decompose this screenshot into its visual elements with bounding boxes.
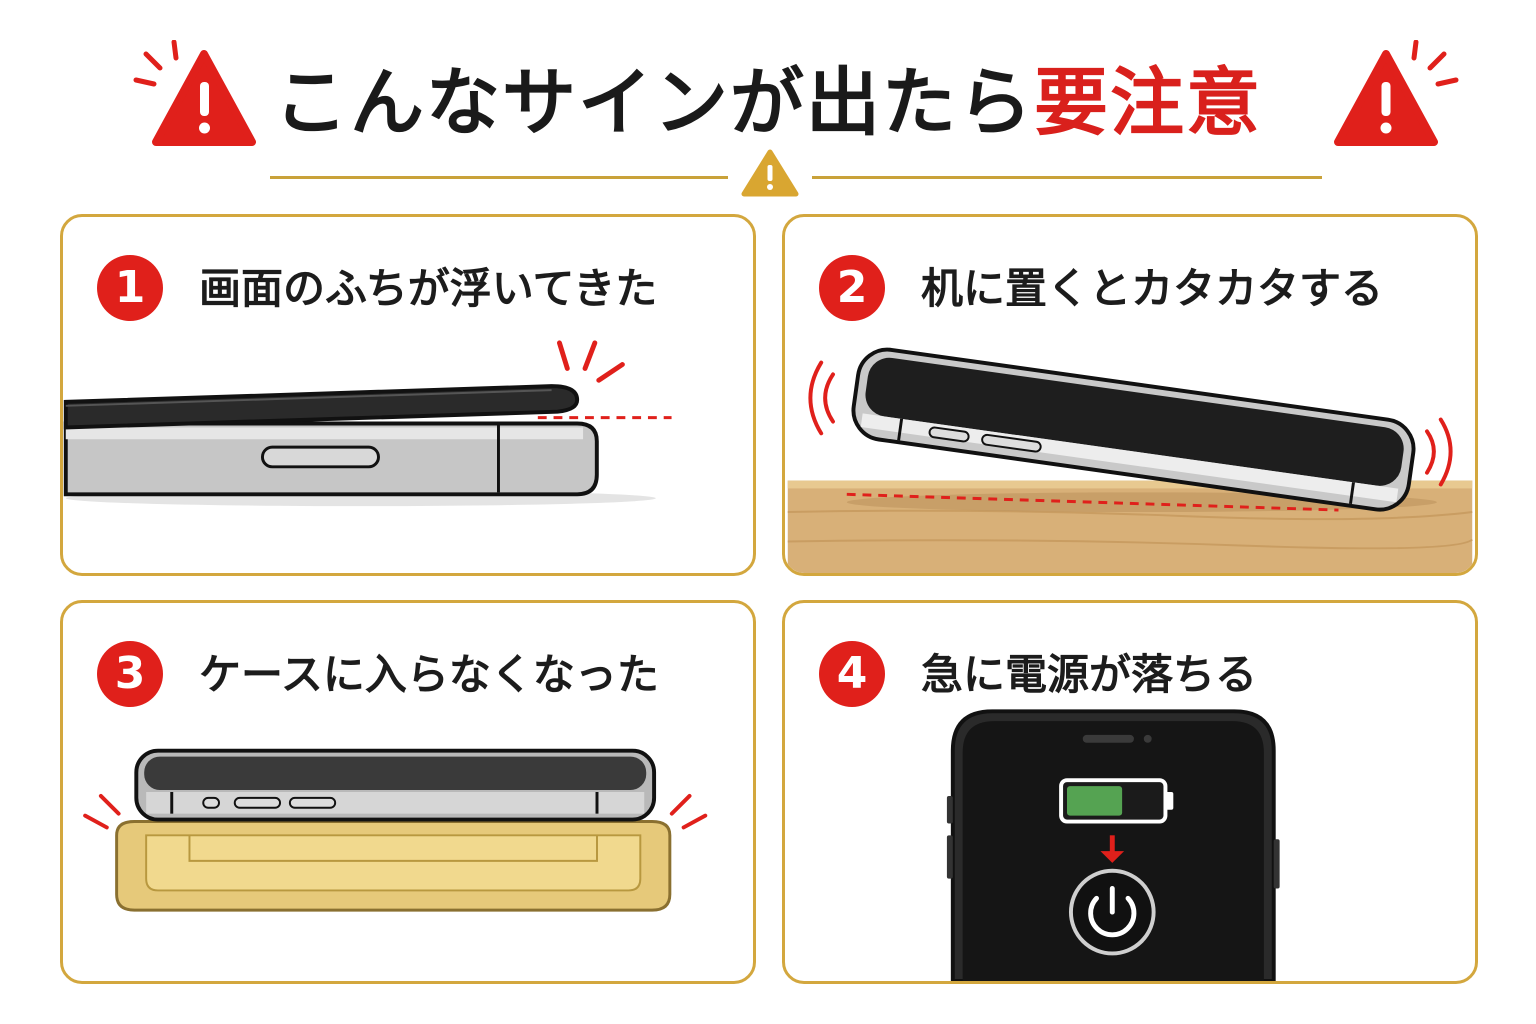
- step-badge: 2: [819, 255, 885, 321]
- wobbling-phone-illustration: [787, 347, 1473, 573]
- lifted-screen-illustration: [63, 340, 672, 507]
- page-title: こんなサインが出たら要注意: [0, 58, 1536, 148]
- card-title: 画面のふちが浮いてきた: [199, 264, 658, 313]
- sign-card-2: 2 机に置くとカタカタする: [782, 214, 1478, 576]
- header: こんなサインが出たら要注意: [0, 0, 1536, 210]
- phone-not-fitting-case-illustration: [83, 748, 708, 912]
- step-badge: 4: [819, 641, 885, 707]
- sign-card-1: 1 画面のふちが浮いてきた: [60, 214, 756, 576]
- card-title: 机に置くとカタカタする: [921, 264, 1384, 313]
- step-badge: 1: [97, 255, 163, 321]
- sudden-power-off-illustration: [946, 709, 1280, 981]
- divider-left: [270, 176, 728, 179]
- warning-icon: [133, 40, 256, 146]
- card-title: ケースに入らなくなった: [199, 650, 659, 699]
- card-title: 急に電源が落ちる: [921, 650, 1258, 699]
- divider-right: [812, 176, 1322, 179]
- small-warning-icon: [741, 149, 799, 197]
- step-badge: 3: [97, 641, 163, 707]
- sign-card-4: 4 急に電源が落ちる: [782, 600, 1478, 984]
- title-prefix: こんなサインが出たら: [274, 60, 1034, 146]
- title-accent: 要注意: [1034, 60, 1262, 146]
- warning-icon: [1334, 40, 1459, 146]
- sign-card-3: 3 ケースに入らなくなった: [60, 600, 756, 984]
